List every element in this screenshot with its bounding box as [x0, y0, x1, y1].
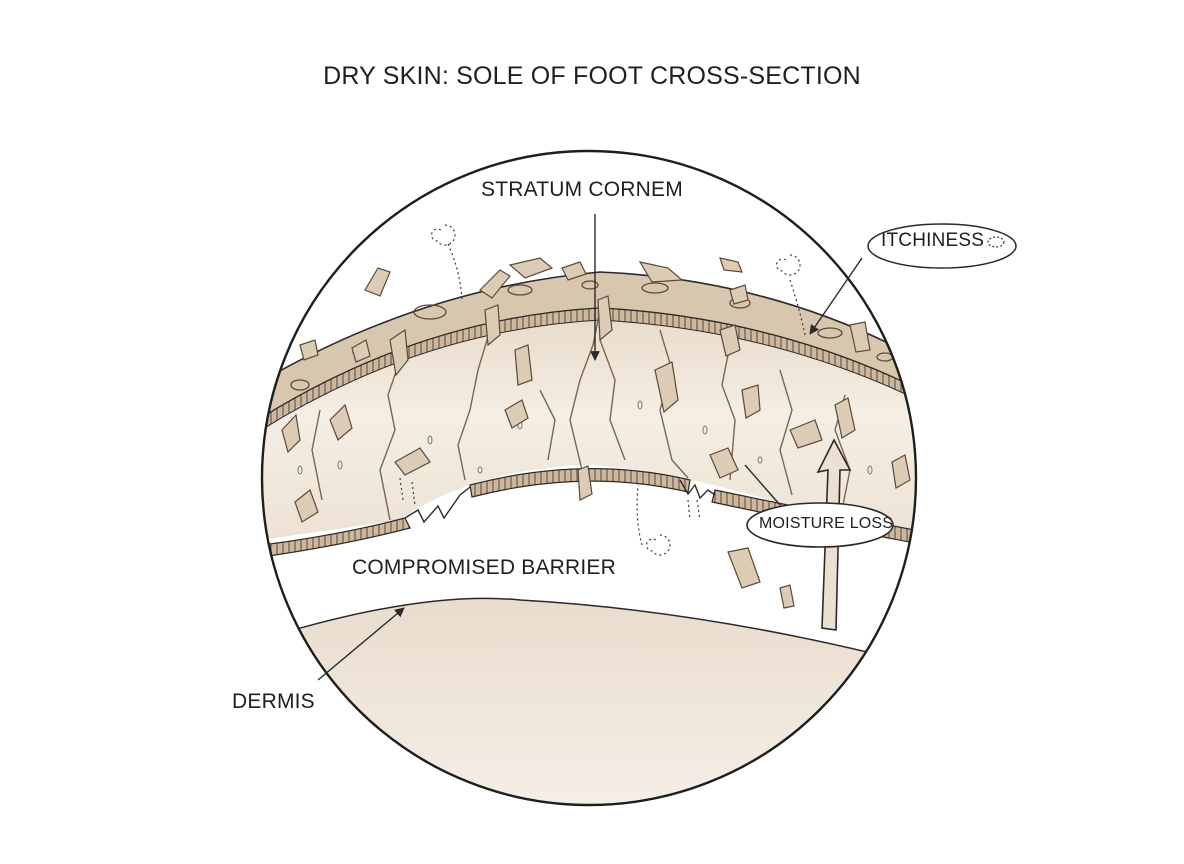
itchiness-dotted-icon	[987, 236, 1005, 248]
dermis-leader	[317, 607, 405, 681]
diagram-title: DRY SKIN: SOLE OF FOOT CROSS-SECTION	[323, 62, 861, 90]
barrier-break-right	[679, 479, 716, 500]
label-stratum-corneum: STRATUM CORNEM	[481, 178, 683, 201]
barrier-band-middle	[469, 468, 691, 498]
itchiness-bubble	[867, 223, 1017, 269]
magnifier-circle	[260, 149, 918, 807]
label-compromised-barrier: COMPROMISED BARRIER	[352, 556, 616, 579]
moisture-loss-bubble	[746, 502, 894, 548]
label-moisture-loss: MOISTURE LOSS	[759, 515, 894, 532]
label-dermis: DERMIS	[232, 690, 315, 713]
moisture-loss-leader	[744, 464, 781, 506]
itchiness-leader	[809, 257, 863, 335]
barrier-band-left	[262, 517, 411, 558]
barrier-break-left	[404, 486, 471, 524]
label-itchiness: ITCHINESS	[881, 230, 985, 251]
